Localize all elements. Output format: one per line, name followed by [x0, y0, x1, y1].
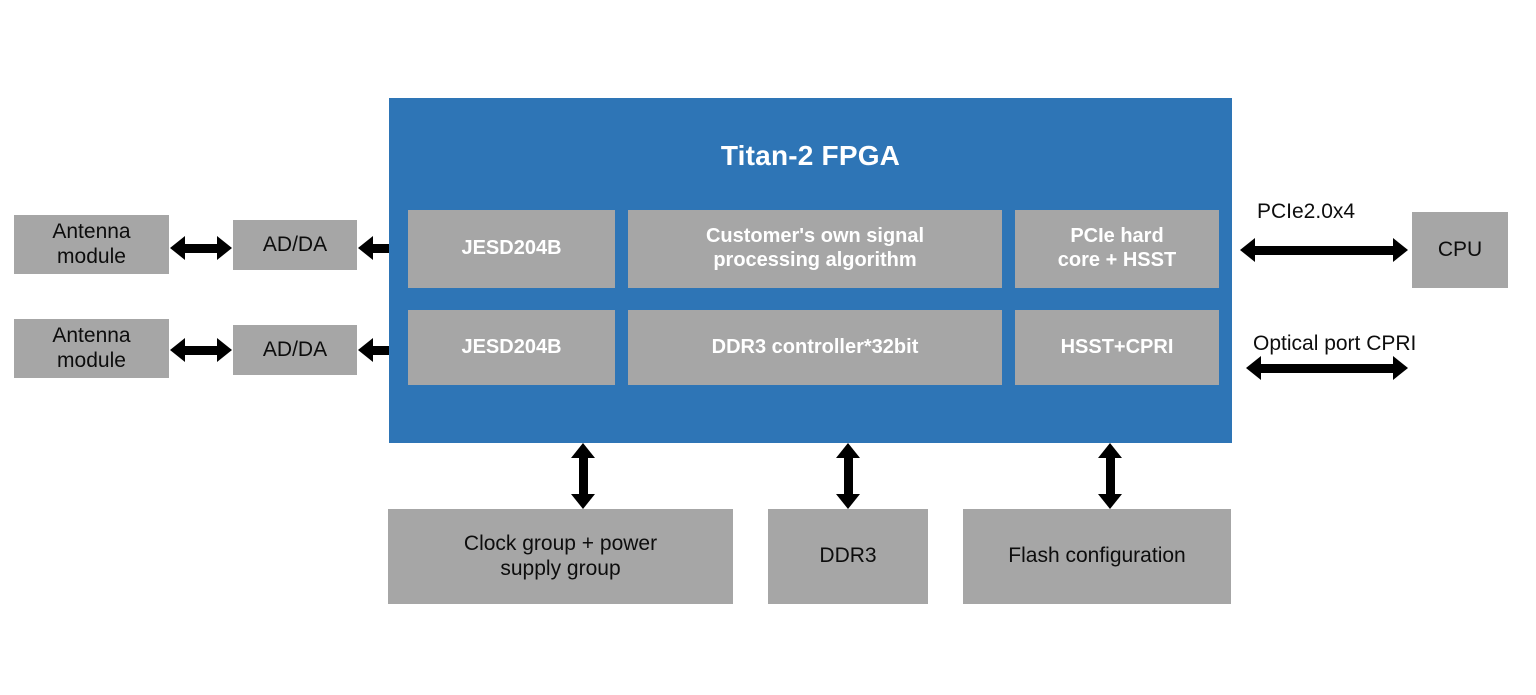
hsst-cpri-label: HSST+CPRI — [1060, 335, 1174, 358]
arrow-shaft — [844, 454, 853, 498]
arrow-head-right — [1393, 238, 1408, 262]
adda-2-label: AD/DA — [262, 337, 328, 361]
clock-power-label-line2: supply group — [500, 556, 621, 580]
arrow-head-up — [1098, 443, 1122, 458]
antenna-module-2-label-line1: Antenna — [52, 323, 131, 347]
adda-1-label: AD/DA — [262, 232, 328, 256]
arrow-head-left — [170, 338, 185, 362]
arrow-shaft — [181, 346, 221, 355]
arrow-shaft — [181, 244, 221, 253]
antenna-module-2-label-line2: module — [57, 348, 126, 372]
jesd204b-top-box[interactable]: JESD204B — [408, 210, 615, 288]
arrow-head-right — [1393, 356, 1408, 380]
arrow-head-right — [217, 338, 232, 362]
jesd204b-bottom-label: JESD204B — [461, 335, 562, 358]
customer-algorithm-label-line2: processing algorithm — [713, 249, 917, 271]
arrow-head-left — [358, 338, 373, 362]
optical-link-label: Optical port CPRI — [1253, 332, 1417, 355]
ddr3-controller-label: DDR3 controller*32bit — [711, 335, 919, 358]
adda-2-box[interactable]: AD/DA — [233, 325, 357, 375]
antenna-module-1-label-line2: module — [57, 244, 126, 268]
arrow-shaft — [369, 244, 405, 253]
clock-power-label: Clock group + power supply group — [464, 532, 657, 582]
arrow-head-left — [1240, 238, 1255, 262]
arrow-head-down — [836, 494, 860, 509]
customer-algorithm-label-line1: Customer's own signal — [705, 225, 925, 248]
ddr3-label: DDR3 — [819, 544, 877, 568]
antenna-module-2-label: Antenna module — [52, 324, 130, 374]
arrow-head-right — [217, 236, 232, 260]
pcie-link-label: PCIe2.0x4 — [1257, 200, 1356, 223]
arrow-shaft — [1251, 246, 1397, 255]
ddr3-box[interactable]: DDR3 — [768, 509, 928, 604]
titan2-fpga-block[interactable]: Titan-2 FPGA JESD204B Customer's own sig… — [389, 98, 1232, 443]
antenna-module-1-label: Antenna module — [52, 220, 130, 270]
pcie-hard-core-label-line1: PCIe hard — [1070, 225, 1164, 248]
antenna-module-1-label-line1: Antenna — [52, 219, 131, 243]
arrow-head-down — [571, 494, 595, 509]
page-title: Titan-2 FPGA — [720, 140, 901, 171]
hsst-cpri-box[interactable]: HSST+CPRI — [1015, 310, 1219, 385]
clock-power-label-line1: Clock group + power — [463, 531, 658, 555]
cpu-label: CPU — [1437, 237, 1483, 261]
customer-algorithm-box[interactable]: Customer's own signal processing algorit… — [628, 210, 1002, 288]
ddr3-controller-box[interactable]: DDR3 controller*32bit — [628, 310, 1002, 385]
arrow-shaft — [1257, 364, 1397, 373]
arrow-head-left — [1246, 356, 1261, 380]
jesd204b-bottom-box[interactable]: JESD204B — [408, 310, 615, 385]
antenna-module-1-box[interactable]: Antenna module — [14, 215, 169, 274]
arrow-head-down — [1098, 494, 1122, 509]
pcie-hard-core-label-line2: core + HSST — [1057, 249, 1177, 271]
pcie-hard-core-box[interactable]: PCIe hard core + HSST — [1015, 210, 1219, 288]
flash-config-box[interactable]: Flash configuration — [963, 509, 1231, 604]
customer-algorithm-label: Customer's own signal processing algorit… — [706, 225, 924, 272]
arrow-head-up — [571, 443, 595, 458]
antenna-module-2-box[interactable]: Antenna module — [14, 319, 169, 378]
clock-power-box[interactable]: Clock group + power supply group — [388, 509, 733, 604]
arrow-shaft — [579, 454, 588, 498]
jesd204b-top-label: JESD204B — [461, 237, 562, 260]
arrow-head-left — [358, 236, 373, 260]
arrow-shaft — [369, 346, 405, 355]
flash-config-label: Flash configuration — [1008, 544, 1186, 568]
arrow-head-left — [170, 236, 185, 260]
adda-1-box[interactable]: AD/DA — [233, 220, 357, 270]
arrow-shaft — [1106, 454, 1115, 498]
cpu-box[interactable]: CPU — [1412, 212, 1508, 288]
pcie-hard-core-label: PCIe hard core + HSST — [1058, 225, 1176, 272]
arrow-head-up — [836, 443, 860, 458]
